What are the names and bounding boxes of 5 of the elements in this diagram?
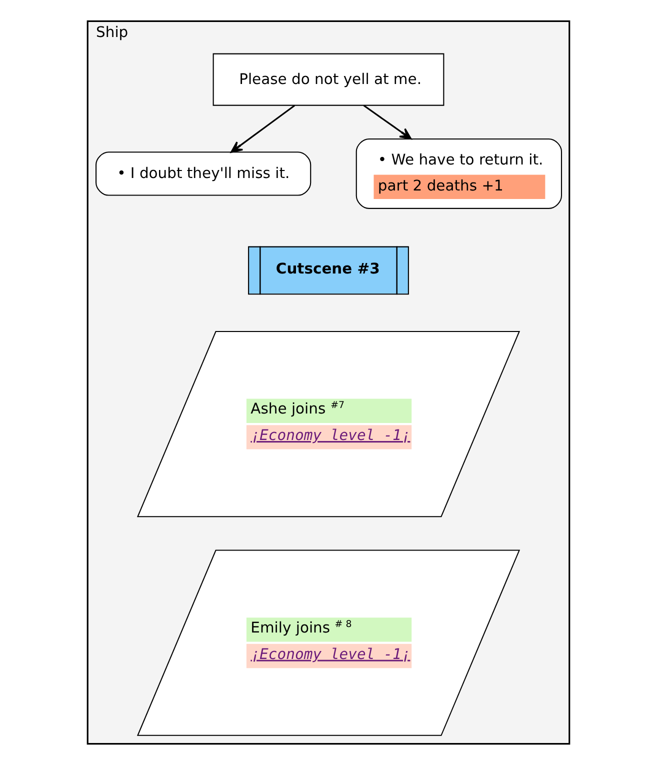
arrow [230, 104, 295, 153]
node-box: Please do not yell at me. [212, 53, 444, 106]
arrow [362, 104, 412, 140]
node-box: • I doubt they'll miss it. [95, 152, 311, 196]
node-box: • We have to return it. part 2 deaths +1 [355, 138, 562, 209]
